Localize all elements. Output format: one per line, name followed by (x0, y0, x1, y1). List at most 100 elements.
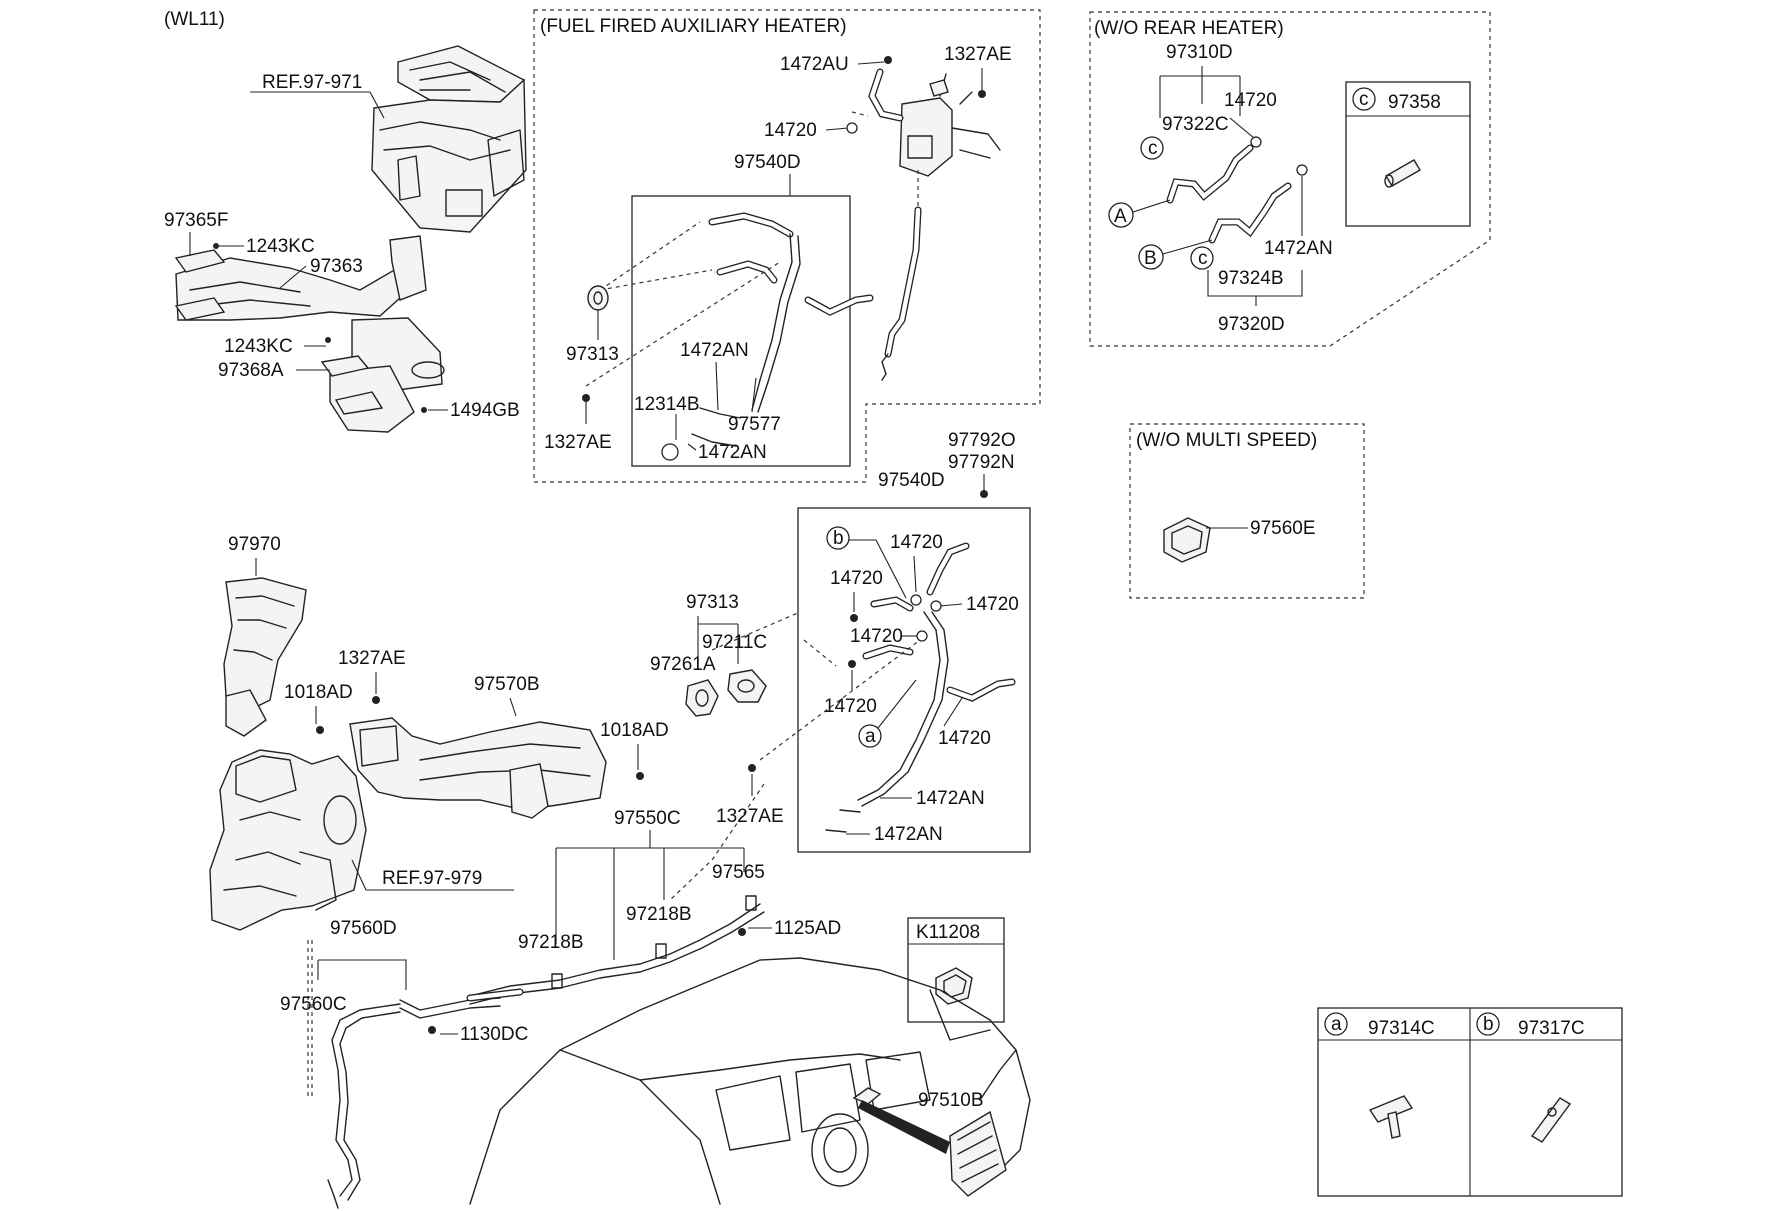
main-1472an-label-2: 1472AN (874, 824, 943, 845)
main-14720-label-1: 14720 (890, 532, 943, 553)
fuel-heater-unit-illustration (899, 73, 1001, 177)
main-97970-label: 97970 (228, 534, 281, 555)
main-1018ad-label-a: 1018AD (284, 682, 353, 703)
part-97317c-label: 97317C (1518, 1018, 1585, 1039)
fh-14720-label: 14720 (764, 120, 817, 141)
wo-rear-heater-section-title: (W/O REAR HEATER) (1094, 18, 1284, 39)
fh-97577-label: 97577 (728, 414, 781, 435)
main-97218b-label-b: 97218B (626, 904, 692, 925)
main-1018ad-label-b: 1018AD (600, 720, 669, 741)
main-97792o-label: 97792O (948, 430, 1016, 451)
rh-97320d-label: 97320D (1218, 314, 1285, 335)
callout-a-rh: A (1114, 206, 1127, 227)
callout-a-table: a (1331, 1014, 1342, 1035)
connector-97314c-illustration (1368, 1095, 1414, 1139)
rear-vent-97510b-small-illustration (852, 1087, 882, 1105)
part-97363-label: 97363 (310, 256, 363, 277)
main-14720-label-4: 14720 (850, 626, 903, 647)
main-97510b-label: 97510B (918, 1090, 984, 1111)
ms-97560e-label: 97560E (1250, 518, 1316, 539)
fh-12314b-cap-illustration (661, 443, 679, 461)
main-97792n-label: 97792N (948, 452, 1015, 473)
main-14720-label-3: 14720 (966, 594, 1019, 615)
plug-97358-illustration (1384, 159, 1421, 188)
rh-97324b-label: 97324B (1218, 268, 1284, 289)
main-1327ae-mid-label: 1327AE (716, 806, 784, 827)
part-1494gb-label: 1494GB (450, 400, 520, 421)
main-97218b-label-a: 97218B (518, 932, 584, 953)
rh-14720-label: 14720 (1224, 90, 1277, 111)
main-1125ad-label: 1125AD (774, 918, 841, 939)
part-97314c-label: 97314C (1368, 1018, 1435, 1039)
callout-a-main: a (865, 726, 876, 747)
main-97560d-label: 97560D (330, 918, 397, 939)
fh-97313-grommet-illustration (587, 285, 609, 311)
main-1472an-label-1: 1472AN (916, 788, 985, 809)
main-hose-box (797, 507, 1031, 853)
main-97560c-label: 97560C (280, 994, 347, 1015)
duct-97970-illustration (223, 577, 307, 737)
callout-c-rh-2: c (1198, 248, 1208, 269)
part-97358-label: 97358 (1388, 92, 1441, 113)
vehicle-illustration (469, 957, 1031, 1205)
gasket-97560e-illustration (1163, 517, 1211, 563)
fh-1472au-label: 1472AU (780, 54, 849, 75)
rear-vent-pointer (858, 1100, 950, 1154)
model-code-label: (WL11) (164, 9, 225, 30)
part-97368a-label: 97368A (218, 360, 284, 381)
main-97540d-label: 97540D (878, 470, 945, 491)
part-97365f-label: 97365F (164, 210, 228, 231)
fh-12314b-label: 12314B (634, 394, 700, 415)
rh-hoses-illustration (1166, 136, 1308, 244)
main-97570b-label: 97570B (474, 674, 540, 695)
main-97211c-label: 97211C (702, 632, 767, 653)
rh-97310d-label: 97310D (1166, 42, 1233, 63)
k11208-label: K11208 (916, 922, 980, 943)
pipes-97550c-illustration (466, 895, 765, 1005)
part-c-box (1345, 81, 1471, 227)
fuel-fired-section-title: (FUEL FIRED AUXILIARY HEATER) (540, 16, 847, 37)
main-97565-label: 97565 (712, 862, 765, 883)
main-97261a-label: 97261A (650, 654, 716, 675)
wo-rear-heater-section-border (1089, 11, 1491, 347)
main-14720-label-6: 14720 (938, 728, 991, 749)
fh-hoses-illustration (691, 212, 874, 447)
main-97550c-label: 97550C (614, 808, 681, 829)
wo-multi-speed-section-border (1129, 423, 1365, 599)
part-1243kc-label-b: 1243KC (224, 336, 293, 357)
fh-1327ae-top-label: 1327AE (944, 44, 1012, 65)
rh-1472an-label: 1472AN (1264, 238, 1333, 259)
grommet-97211c-illustration (727, 669, 767, 703)
ref-97-971-label: REF.97-971 (262, 72, 362, 93)
connector-97317c-illustration (1530, 1097, 1572, 1143)
rear-vent-97510b-illustration (949, 1110, 1007, 1197)
fuel-fired-section-border (533, 9, 1041, 483)
main-14720-label-5: 14720 (824, 696, 877, 717)
fh-97540d-label: 97540D (734, 152, 801, 173)
fh-97313-label: 97313 (566, 344, 619, 365)
pipes-97560-illustration (327, 997, 501, 1209)
main-97313-label: 97313 (686, 592, 739, 613)
rh-97322c-label: 97322C (1162, 114, 1229, 135)
callout-c-rh-1: c (1148, 138, 1158, 159)
callout-b-rh: B (1144, 248, 1157, 269)
main-hoses-illustration (825, 542, 1016, 833)
callout-c-box: c (1359, 89, 1369, 110)
part-1243kc-label-a: 1243KC (246, 236, 315, 257)
duct-97570b-illustration (349, 717, 607, 819)
bracket-97368a-illustration (320, 355, 384, 415)
fuel-fired-hose-box (631, 195, 851, 467)
grommet-k11208-illustration (935, 967, 973, 1005)
wo-multi-speed-section-title: (W/O MULTI SPEED) (1136, 430, 1317, 451)
grommet-97261a-illustration (685, 679, 719, 717)
main-14720-label-2: 14720 (830, 568, 883, 589)
heater-unit-lower-illustration (209, 749, 367, 931)
main-1327ae-left-label: 1327AE (338, 648, 406, 669)
fh-1327ae-bottom-label: 1327AE (544, 432, 612, 453)
callout-b-table: b (1483, 1014, 1494, 1035)
main-1130dc-label: 1130DC (460, 1024, 528, 1045)
ref-97-979-label: REF.97-979 (382, 868, 482, 889)
callout-b-main: b (833, 528, 844, 549)
k11208-box (907, 917, 1005, 1023)
